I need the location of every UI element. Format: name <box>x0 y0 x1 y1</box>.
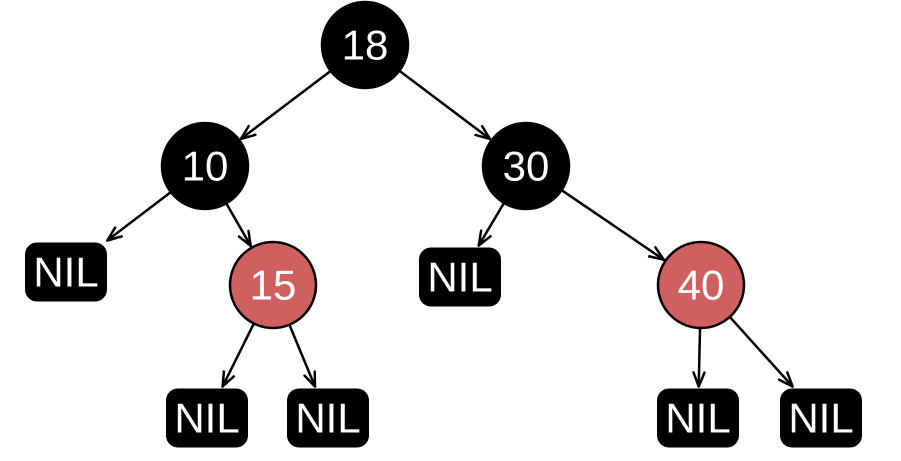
tree-edge-n15-to-nil3 <box>221 323 255 388</box>
node-label: 30 <box>503 143 550 190</box>
node-label: 10 <box>182 143 229 190</box>
node-label: NIL <box>665 395 730 442</box>
tree-node-10 <box>160 121 250 211</box>
nil-leaf-node <box>287 388 369 448</box>
nil-leaf-node <box>780 388 862 448</box>
nil-leaf-node <box>657 388 739 448</box>
tree-edge-n30-to-nil2 <box>477 202 505 247</box>
tree-edge-n30-to-n40 <box>561 189 666 261</box>
tree-node-15 <box>228 240 318 330</box>
tree-node-18 <box>320 0 410 90</box>
node-label: 18 <box>342 22 389 69</box>
tree-edges <box>106 70 794 388</box>
tree-node-30 <box>481 121 571 211</box>
tree-edge-n40-to-nil5 <box>692 327 706 388</box>
nil-leaf-node <box>166 388 248 448</box>
nil-leaf-node <box>25 242 107 302</box>
node-label: 15 <box>250 262 297 309</box>
node-label: 40 <box>678 262 725 309</box>
tree-edge-n18-to-n30 <box>398 70 492 141</box>
node-label: NIL <box>33 249 98 296</box>
node-label: NIL <box>427 254 492 301</box>
tree-edge-n10-to-nil1 <box>106 191 172 242</box>
tree-edge-n10-to-n15 <box>225 202 252 248</box>
tree-edge-n18-to-n10 <box>239 70 332 141</box>
node-label: NIL <box>174 395 239 442</box>
tree-edge-n15-to-nil4 <box>288 324 317 388</box>
node-label: NIL <box>295 395 360 442</box>
tree-edge-n40-to-nil6 <box>729 316 794 388</box>
tree-node-40 <box>656 240 746 330</box>
node-label: NIL <box>788 395 853 442</box>
nil-leaf-node <box>419 247 501 307</box>
